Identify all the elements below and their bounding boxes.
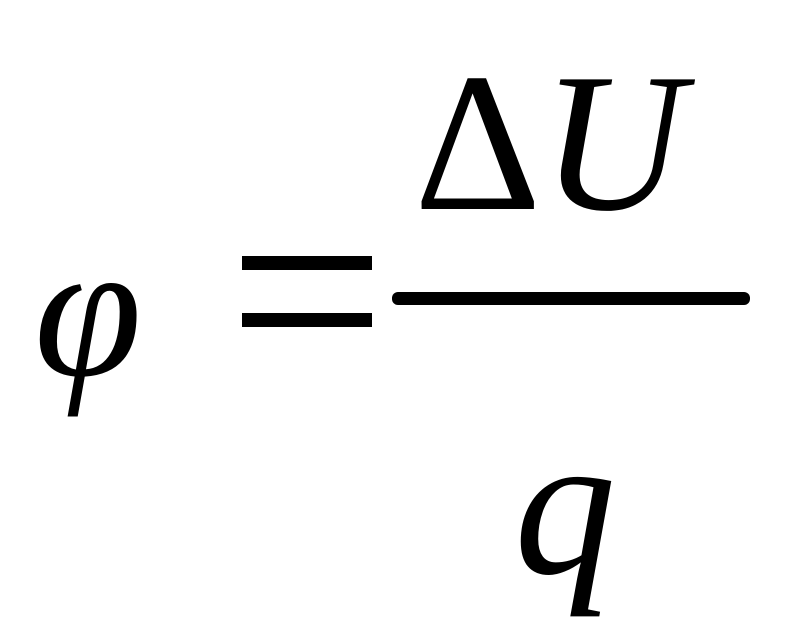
equals-sign-bottom-bar: [242, 313, 372, 327]
numerator: ΔU: [414, 44, 684, 242]
u-variable: U: [541, 33, 685, 252]
delta-symbol: Δ: [414, 33, 542, 252]
denominator-q: q: [514, 392, 616, 618]
equals-sign-top-bar: [242, 256, 372, 270]
phi-symbol: φ: [34, 202, 142, 418]
fraction-bar: [392, 292, 750, 305]
